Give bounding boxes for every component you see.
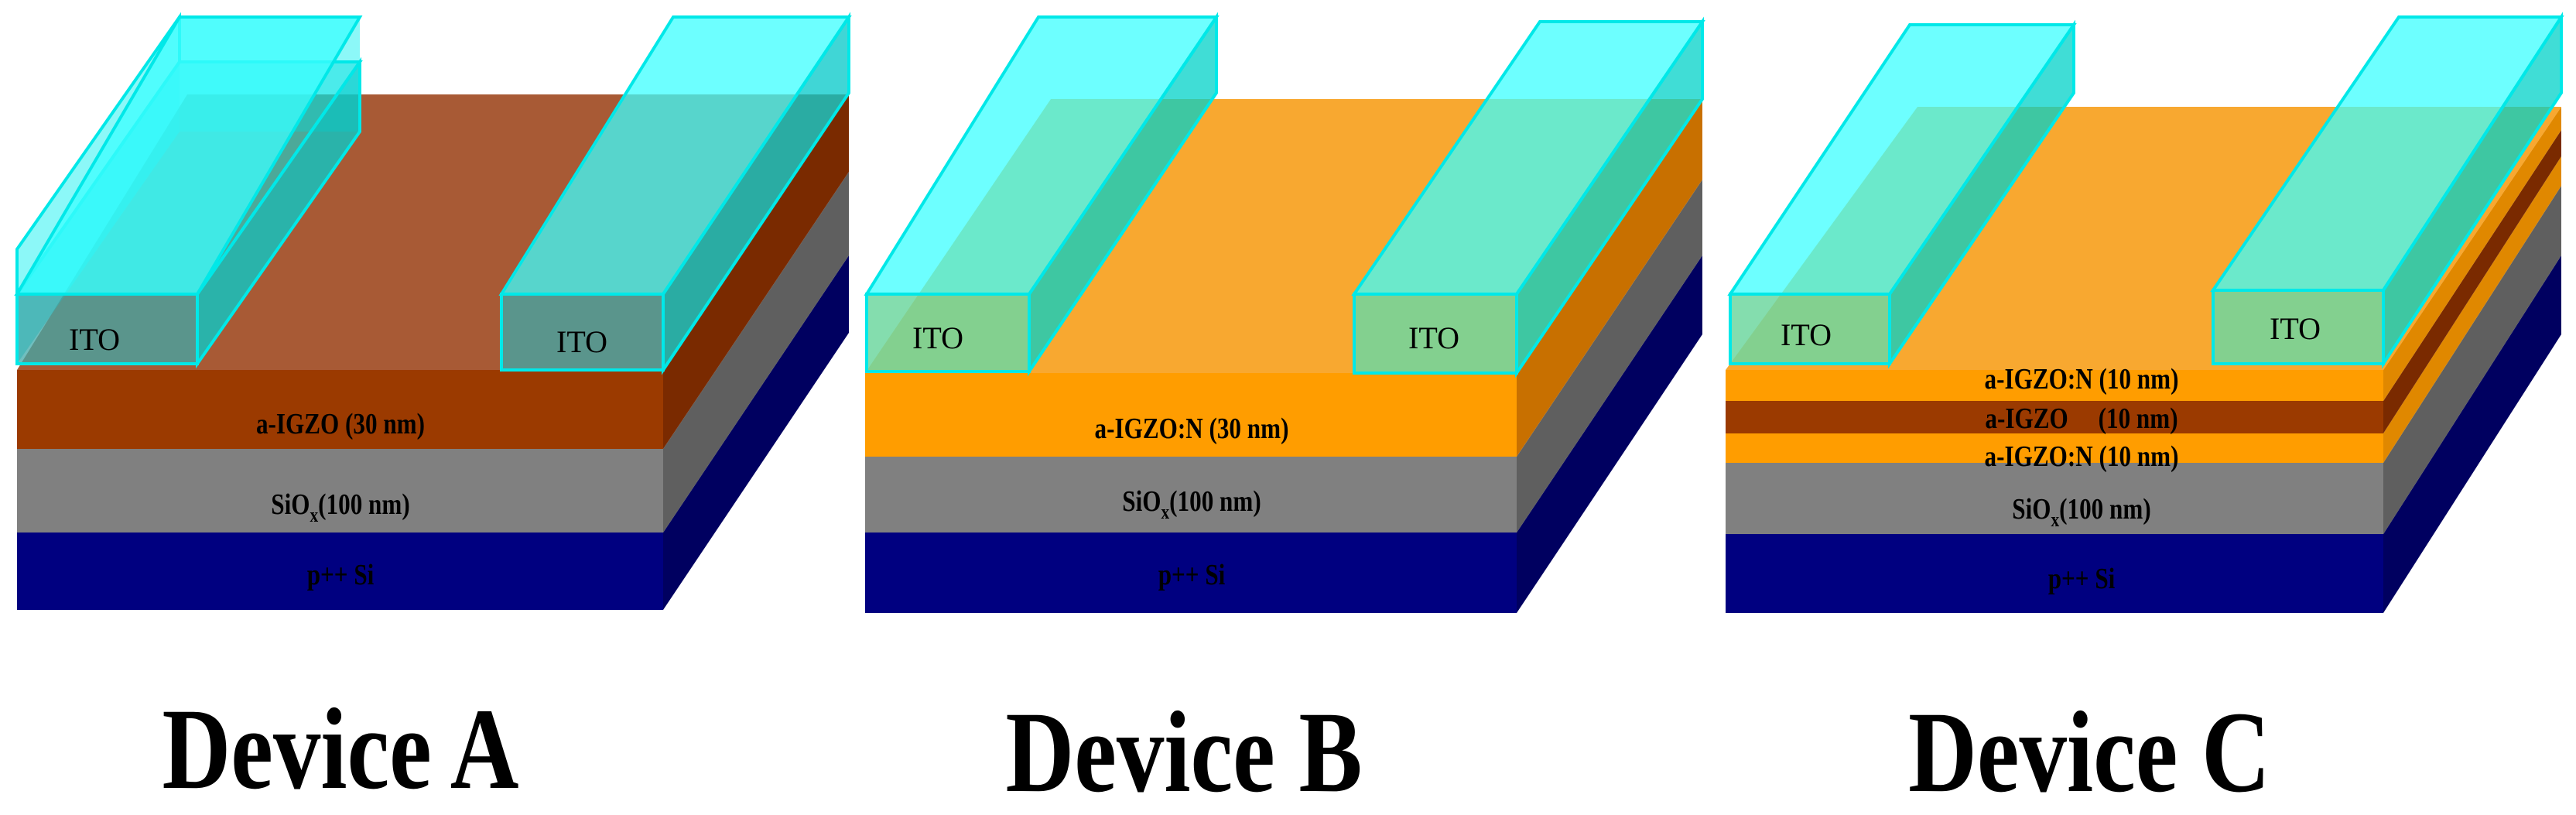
device-c-si-side [2383,255,2561,613]
device-c-siox-side [2383,186,2561,534]
device-b-siox-front [865,457,1517,532]
device-b-siox-side [1517,180,1702,532]
device-b-ito-right: ITO [1351,16,1705,378]
device-a-title: Device A [162,685,518,813]
device-a-igzo-label: a-IGZO (30 nm) [256,407,425,440]
device-a-igzo-front [17,370,663,449]
device-c-igzo-n-top-label: a-IGZO:N (10 nm) [1985,362,2179,396]
device-b-ito-right-label: ITO [1408,320,1459,355]
device-a-siox-front [17,449,663,532]
device-c-igzo-n-top-side [2383,107,2561,401]
device-b-igzo-front [865,373,1517,457]
device-c-igzo-front [1726,401,2383,433]
device-b-siox-label: SiOx(100 nm) [1122,485,1261,523]
device-c-igzo-n-bottom-front [1726,433,2383,463]
device-c: a-IGZO:N (10 nm) a-IGZO (10 nm) a-IGZO:N… [1726,12,2564,815]
device-b-si-label: p++ Si [1158,558,1226,591]
device-c-si-label: p++ Si [2048,562,2116,595]
device-c-si-front [1726,534,2383,613]
device-c-igzo-n-bottom-label: a-IGZO:N (10 nm) [1985,440,2179,473]
device-b-ito-left: ITO [864,12,1220,377]
device-c-igzo-side [2383,130,2561,433]
device-c-ito-right-label: ITO [2270,311,2321,346]
device-b-si-front [865,532,1517,613]
device-b-si-side [1517,255,1702,613]
device-a-ito-left: ITO [14,12,363,369]
device-a-si-front [17,532,663,610]
device-c-ito-right: ITO [2210,12,2564,369]
device-c-igzo-n-top-front [1726,370,2383,401]
device-c-siox-label: SiOx(100 nm) [2012,492,2150,531]
device-a-siox-label: SiOx(100 nm) [271,488,409,526]
device-a-ito-right: ITO [498,12,852,375]
device-a-si-label: p++ Si [307,558,375,591]
device-c-igzo-n-bottom-side [2383,156,2561,463]
device-b-title: Device B [1005,688,1362,815]
device-b-ito-left-label: ITO [912,320,963,355]
device-b-igzo-label: a-IGZO:N (30 nm) [1095,412,1289,445]
device-a-ito-right-label: ITO [556,324,607,359]
device-c-title: Device C [1908,688,2270,815]
device-c-igzo-label: a-IGZO (10 nm) [1985,402,2177,435]
device-b-igzo-side [1517,99,1702,457]
device-a: a-IGZO (30 nm) SiOx(100 nm) p++ Si ITO I… [14,12,852,813]
device-a-igzo-side [663,94,849,449]
device-a-si-side [663,255,849,610]
device-a-siox-side [663,172,849,532]
device-c-ito-left: ITO [1727,19,2077,369]
device-b: a-IGZO:N (30 nm) SiOx(100 nm) p++ Si ITO… [864,12,1705,815]
device-c-ito-left-label: ITO [1781,317,1832,352]
device-c-siox-front [1726,463,2383,534]
device-a-ito-left-label: ITO [69,322,120,357]
